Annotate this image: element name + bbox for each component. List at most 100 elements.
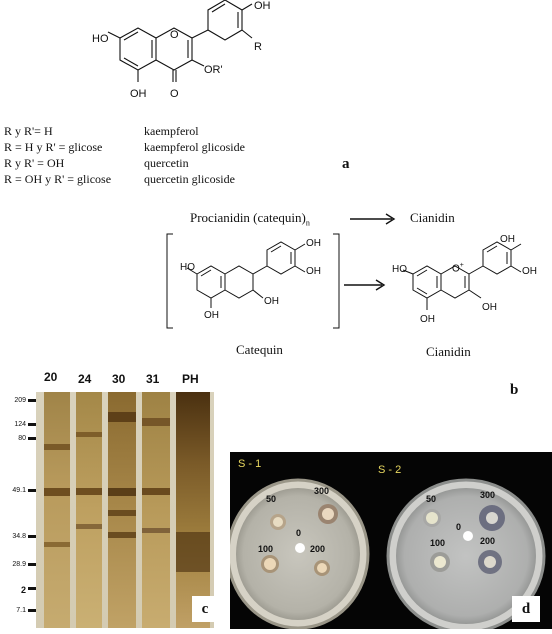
structure-o-ring: O	[170, 29, 179, 41]
panel-d-inhibition-plates: S - 1 S - 2 50 300 0 100 200 50 300 0 10…	[226, 452, 552, 634]
mw-tick	[28, 423, 36, 426]
sds-page-gel	[36, 392, 214, 628]
gel-band	[142, 488, 170, 495]
flavonol-structure-drawing	[107, 0, 253, 82]
gel-band	[44, 542, 70, 547]
plate-1-well-50: 50	[266, 494, 277, 504]
arrow-icon	[344, 279, 386, 291]
mw-label-7-1: 7.1	[16, 607, 26, 614]
legend-condition: R y R' = OH	[4, 156, 65, 170]
cianidin-top-label: Cianidin	[410, 210, 455, 225]
cianidin-oh1: OH	[500, 234, 515, 245]
mw-tick	[28, 587, 36, 590]
plate-1-well-200: 200	[310, 544, 326, 554]
mw-tick	[28, 535, 36, 538]
cianidin-ho: HO	[392, 264, 407, 275]
gel-band	[142, 418, 170, 426]
cianidin-structure-drawing	[402, 241, 522, 310]
panel-letter-c-box: c	[192, 596, 218, 622]
mw-label-28-9: 28.9	[12, 561, 26, 568]
gel-band	[108, 412, 136, 422]
lane-label-31: 31	[146, 372, 160, 386]
catequin-oh2: OH	[306, 266, 321, 277]
gel-lane-24	[76, 392, 102, 628]
gel-band	[76, 432, 102, 437]
arrow-icon	[350, 213, 396, 225]
lane-label-30: 30	[112, 372, 126, 386]
plate-1-well-300: 300	[314, 486, 330, 496]
cianidin-oplus: O+	[452, 262, 464, 274]
catequin-structure-drawing	[166, 233, 340, 329]
plate-1-well-100: 100	[258, 544, 274, 554]
gel-band	[108, 488, 136, 496]
plate-2-label: S - 2	[378, 464, 402, 476]
cianidin-oh2: OH	[522, 266, 537, 277]
cianidin-plus: +	[459, 262, 464, 269]
cianidin-oh3: OH	[482, 302, 497, 313]
mw-label-124: 124	[14, 421, 26, 428]
legend-name: kaempferol	[144, 124, 199, 138]
panel-letter-d: d	[521, 601, 531, 617]
mw-label-2: 2	[20, 585, 26, 595]
procianidin-label: Procianidin (catequin)n	[190, 210, 310, 228]
plate-1-well-0: 0	[296, 528, 302, 538]
legend-condition: R = OH y R' = glicose	[4, 172, 112, 186]
mw-tick	[28, 437, 36, 440]
panel-letter-a: a	[342, 156, 350, 172]
panel-letter-d-box: d	[512, 596, 540, 622]
catequin-oh1: OH	[306, 238, 321, 249]
mw-label-80: 80	[18, 435, 26, 442]
catequin-label: Catequin	[236, 342, 283, 357]
catequin-oh4: OH	[204, 310, 219, 321]
gel-band	[44, 444, 70, 450]
mw-label-209: 209	[14, 397, 26, 404]
mw-label-49-1: 49.1	[12, 487, 26, 494]
gel-band	[44, 488, 70, 496]
plate-2-well-100: 100	[430, 538, 446, 548]
procianidin-text: Procianidin (catequin)	[190, 210, 306, 225]
structure-ho-left: HO	[92, 33, 109, 45]
gel-band	[176, 532, 210, 572]
cianidin-o: O	[452, 263, 460, 275]
mw-tick	[28, 399, 36, 402]
gel-band	[142, 528, 170, 533]
structure-r: R	[254, 41, 262, 53]
gel-band	[76, 488, 102, 495]
plate-2-well-200: 200	[480, 536, 496, 546]
lane-label-ph: PH	[182, 372, 199, 386]
mw-tick	[28, 563, 36, 566]
gel-lane-ph	[176, 392, 210, 628]
plate-2-well-0: 0	[456, 522, 462, 532]
mw-tick	[28, 609, 36, 612]
structure-or-prime: OR'	[204, 64, 223, 76]
panel-letter-c: c	[201, 601, 209, 617]
legend-condition: R y R'= H	[4, 124, 53, 138]
gel-band	[76, 524, 102, 529]
mw-tick	[28, 489, 36, 492]
cianidin-oh4: OH	[420, 314, 435, 325]
structure-o-carbonyl: O	[170, 88, 179, 100]
structure-oh-top: OH	[254, 0, 271, 12]
panel-a-flavonol-structures: HO O OH R OR' OH O R y R'= H kaempferol …	[0, 0, 552, 195]
legend-name: kaempferol glicoside	[144, 140, 245, 154]
mw-label-34-8: 34.8	[12, 533, 26, 540]
structure-oh-bottom: OH	[130, 88, 147, 100]
plates-drawing	[226, 478, 546, 634]
catequin-ho: HO	[180, 262, 195, 273]
plate-2-well-300: 300	[480, 490, 496, 500]
gel-lane-31	[142, 392, 170, 628]
catequin-oh3: OH	[264, 296, 279, 307]
cianidin-label: Cianidin	[426, 344, 471, 359]
panel-letter-b: b	[510, 382, 519, 398]
gel-band	[108, 510, 136, 516]
legend-name: quercetin	[144, 156, 189, 170]
plate-1-label: S - 1	[238, 458, 262, 470]
gel-band	[108, 532, 136, 538]
gel-lane-20	[44, 392, 70, 628]
gel-lane-30	[108, 392, 136, 628]
legend-name: quercetin glicoside	[144, 172, 235, 186]
lane-label-24: 24	[78, 372, 92, 386]
lane-label-20: 20	[44, 370, 58, 384]
procianidin-subscript: n	[305, 218, 310, 228]
plate-2-well-50: 50	[426, 494, 437, 504]
